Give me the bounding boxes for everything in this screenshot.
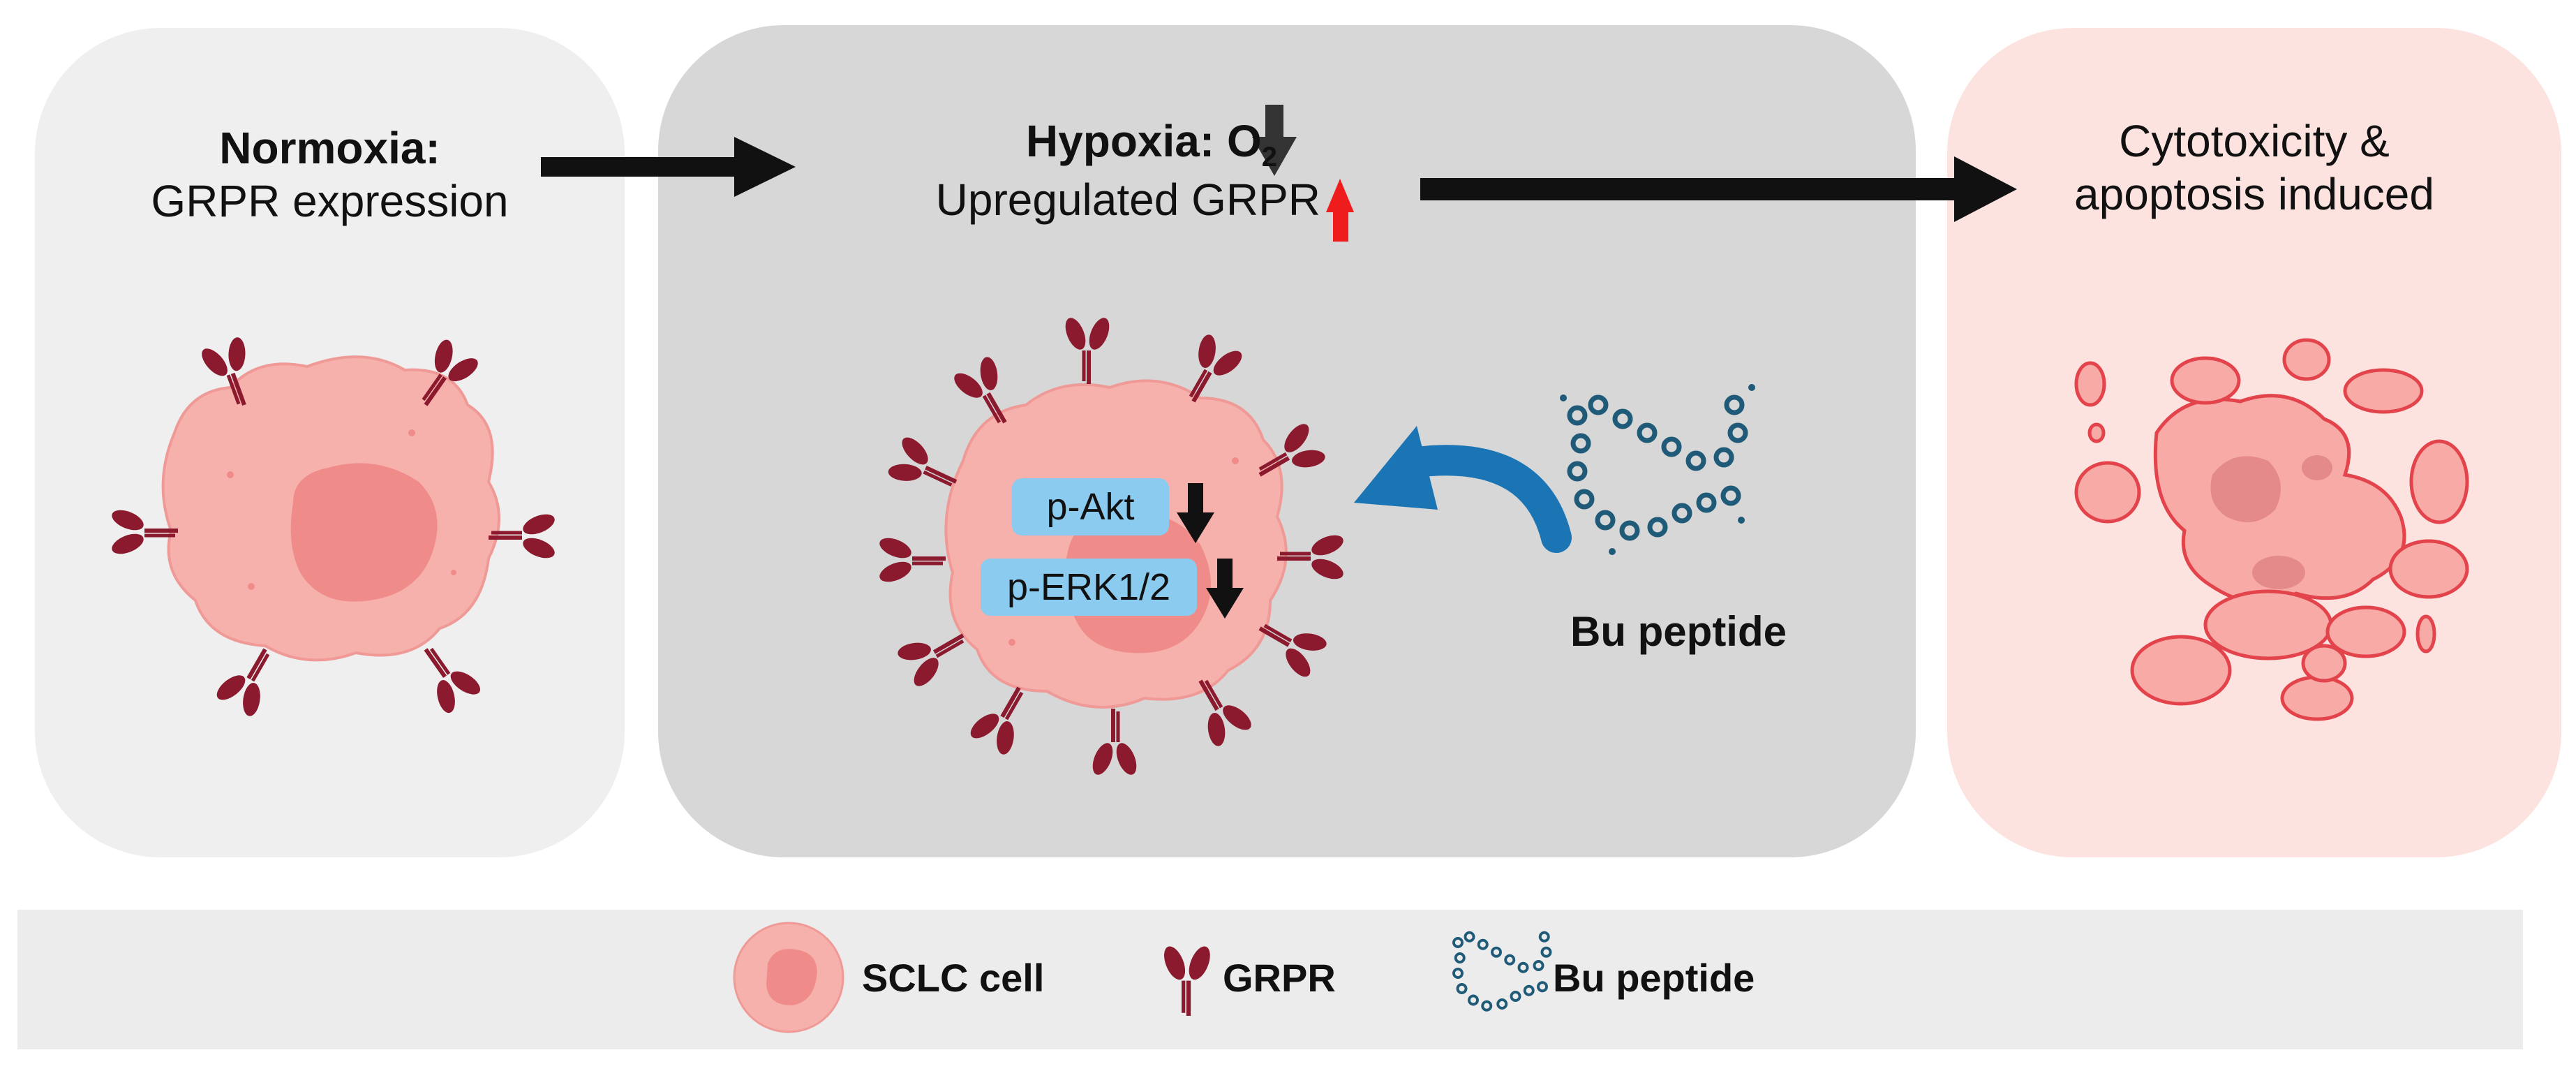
legend-peptide-label: Bu peptide [1553,956,1755,1000]
hypoxia-cell [944,379,1288,709]
outcome-line-1: Cytotoxicity & [2119,116,2390,166]
marker-erk: p-ERK1/2 [981,559,1197,616]
normoxia-title: Normoxia: [219,123,440,173]
oxygen-down-arrow-icon [1252,105,1297,176]
normoxia-cell [161,355,500,662]
hypoxia-subtitle: Upregulated GRPR [935,174,1320,225]
bu-peptide-icon [1560,384,1755,555]
normoxia-label: Normoxia: GRPR expression [35,122,625,228]
curved-arrow-icon [1354,426,1572,553]
outcome-line-2: apoptosis induced [2074,168,2434,219]
hypoxia-title-text: Hypoxia: O [1025,116,1262,166]
flow-arrow-1 [541,137,796,197]
marker-akt: p-Akt [1012,478,1169,536]
legend-cell-label: SCLC cell [862,956,1045,1000]
hypoxia-title-subscript: 2 [1261,141,1277,172]
grpr-up-arrow-icon [1326,179,1354,242]
legend-bar [17,910,2523,1049]
legend-cell-icon [733,922,844,1033]
legend-grpr-label: GRPR [1223,956,1336,1000]
apoptotic-cell [2074,338,2469,721]
apoptotic-fragments [2210,455,2332,589]
hypoxia-label: Hypoxia: O2 Upregulated GRPR [837,115,1326,227]
hypoxia-title: Hypoxia: O2 [837,115,1326,174]
flow-arrow-2 [1420,156,2017,222]
peptide-label: Bu peptide [1570,608,1787,655]
outcome-label: Cytotoxicity & apoptosis induced [1947,115,2561,221]
normoxia-subtitle: GRPR expression [151,175,509,226]
erk-down-arrow-icon [1206,559,1244,619]
akt-down-arrow-icon [1177,483,1214,543]
